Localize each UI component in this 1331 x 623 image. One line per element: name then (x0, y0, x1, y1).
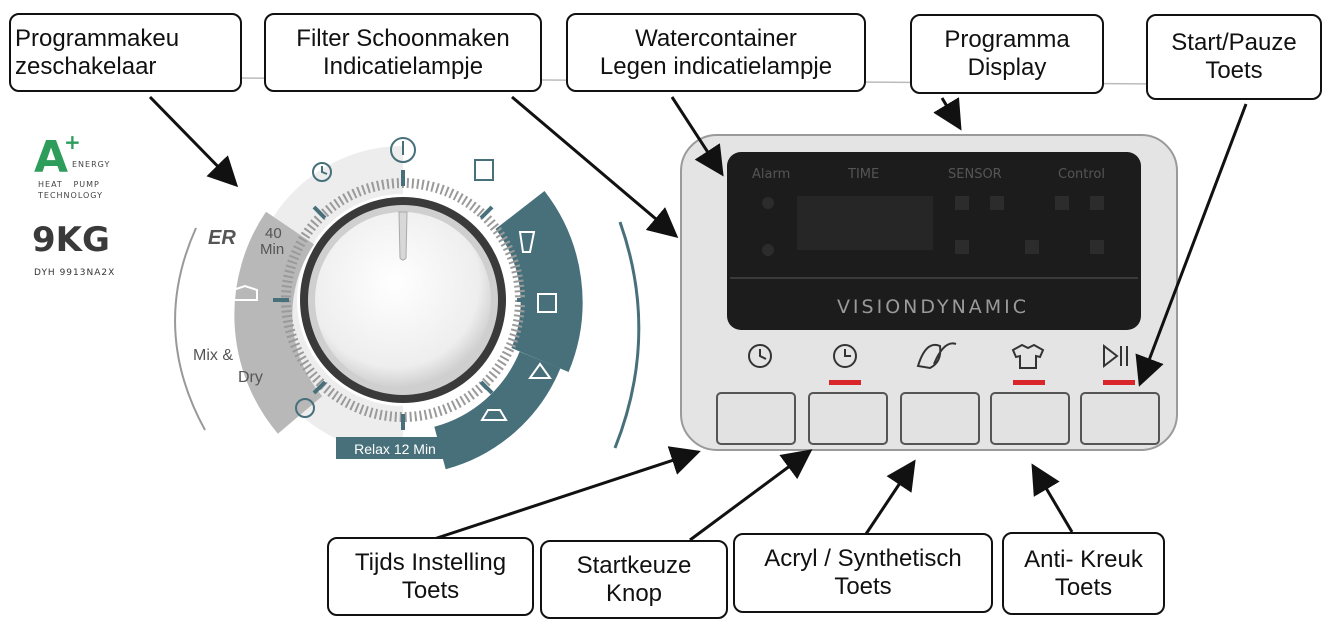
delay-indicator (829, 380, 861, 385)
arrow-startpause (1135, 103, 1248, 387)
time-setting-button[interactable] (716, 392, 796, 445)
tech-line2: TECHNOLOGY (38, 191, 103, 200)
delay-button-icon (833, 344, 857, 368)
visiondynamic-brand-strip: VISIONDYNAMIC (837, 296, 1029, 318)
arrow-display (933, 97, 962, 131)
arrow-water (670, 96, 724, 177)
display-label-sensor: SENSOR (948, 167, 1002, 182)
callout-programma-display: Programma Display (910, 14, 1104, 94)
wool-icon (480, 409, 508, 421)
acryl-button[interactable] (900, 392, 980, 445)
dial-ring-teal-upper (495, 190, 583, 372)
time-button-icon (748, 344, 772, 368)
callout-anti-kreuk: Anti- Kreuk Toets (1002, 532, 1165, 615)
antikreuk-button[interactable] (990, 392, 1070, 445)
console-right-curve (613, 221, 641, 449)
console-left-curve (174, 227, 206, 431)
callout-programmakeuzeschakelaar: Programmakeu zeschakelaar (9, 13, 242, 92)
arrow-delay (689, 449, 813, 542)
delay-start-button[interactable] (808, 392, 888, 445)
timer-clock-icon (312, 162, 332, 182)
energy-letter: A (34, 132, 69, 183)
control-panel (680, 134, 1178, 451)
capacity-label: 9KG (32, 220, 110, 260)
callout-tijds-instelling: Tijds Instelling Toets (327, 537, 534, 616)
arrow-acryl (864, 459, 916, 535)
start-pause-button[interactable] (1080, 392, 1160, 445)
dial-label-mix: Mix & (193, 347, 233, 364)
callout-start-pauze: Start/Pauze Toets (1146, 14, 1322, 100)
ball-icon (295, 398, 315, 418)
arrow-time (433, 446, 701, 541)
display-label-control: Control (1058, 167, 1105, 182)
energy-plus: + (64, 130, 81, 154)
antikreuk-indicator (1013, 380, 1045, 385)
time-digits-area (797, 196, 933, 250)
dial-label-er: ER (208, 227, 236, 249)
arrow-filter (511, 95, 679, 238)
cupboard-dry-icon (518, 231, 536, 253)
dial-ring-grey (234, 211, 323, 434)
power-icon (390, 137, 416, 163)
callout-watercontainer-legen: Watercontainer Legen indicatielampje (566, 13, 866, 92)
callout-filter-schoonmaken: Filter Schoonmaken Indicatielampje (264, 13, 542, 92)
dial-label-relax: Relax 12 Min (354, 441, 436, 457)
antikreuk-shirt-icon (1011, 343, 1045, 369)
shirt-program-icon (474, 159, 494, 181)
dial-label-40: 40 (265, 225, 282, 242)
program-dial[interactable] (234, 146, 583, 470)
display-label-time: TIME (847, 167, 879, 182)
knob-pointer (398, 211, 408, 261)
shirt-grey-icon (232, 284, 258, 301)
callout-startkeuze: Startkeuze Knop (540, 540, 728, 619)
arrow-selector (148, 95, 239, 188)
knob-face (315, 212, 491, 388)
iron-dry-icon (528, 362, 552, 379)
callout-acryl-synthetisch: Acryl / Synthetisch Toets (733, 533, 993, 613)
relax-badge (336, 437, 455, 459)
tech-line1: HEAT PUMP (38, 180, 100, 189)
dial-label-dry: Dry (238, 369, 263, 386)
acryl-leaf-icon (916, 342, 957, 370)
timer-hands (321, 166, 328, 175)
energy-logo: A + ENERGY HEAT PUMP TECHNOLOGY (34, 130, 144, 208)
arrow-antikreuk (1031, 463, 1074, 533)
play-icon (1103, 343, 1119, 369)
energy-word: ENERGY (72, 160, 111, 169)
dial-label-min: Min (260, 241, 284, 258)
display-label-alarm: Alarm (752, 167, 790, 182)
model-label: DYH 9913NA2X (34, 268, 116, 278)
hanger-dry-icon (537, 293, 557, 313)
start-indicator (1103, 380, 1135, 385)
